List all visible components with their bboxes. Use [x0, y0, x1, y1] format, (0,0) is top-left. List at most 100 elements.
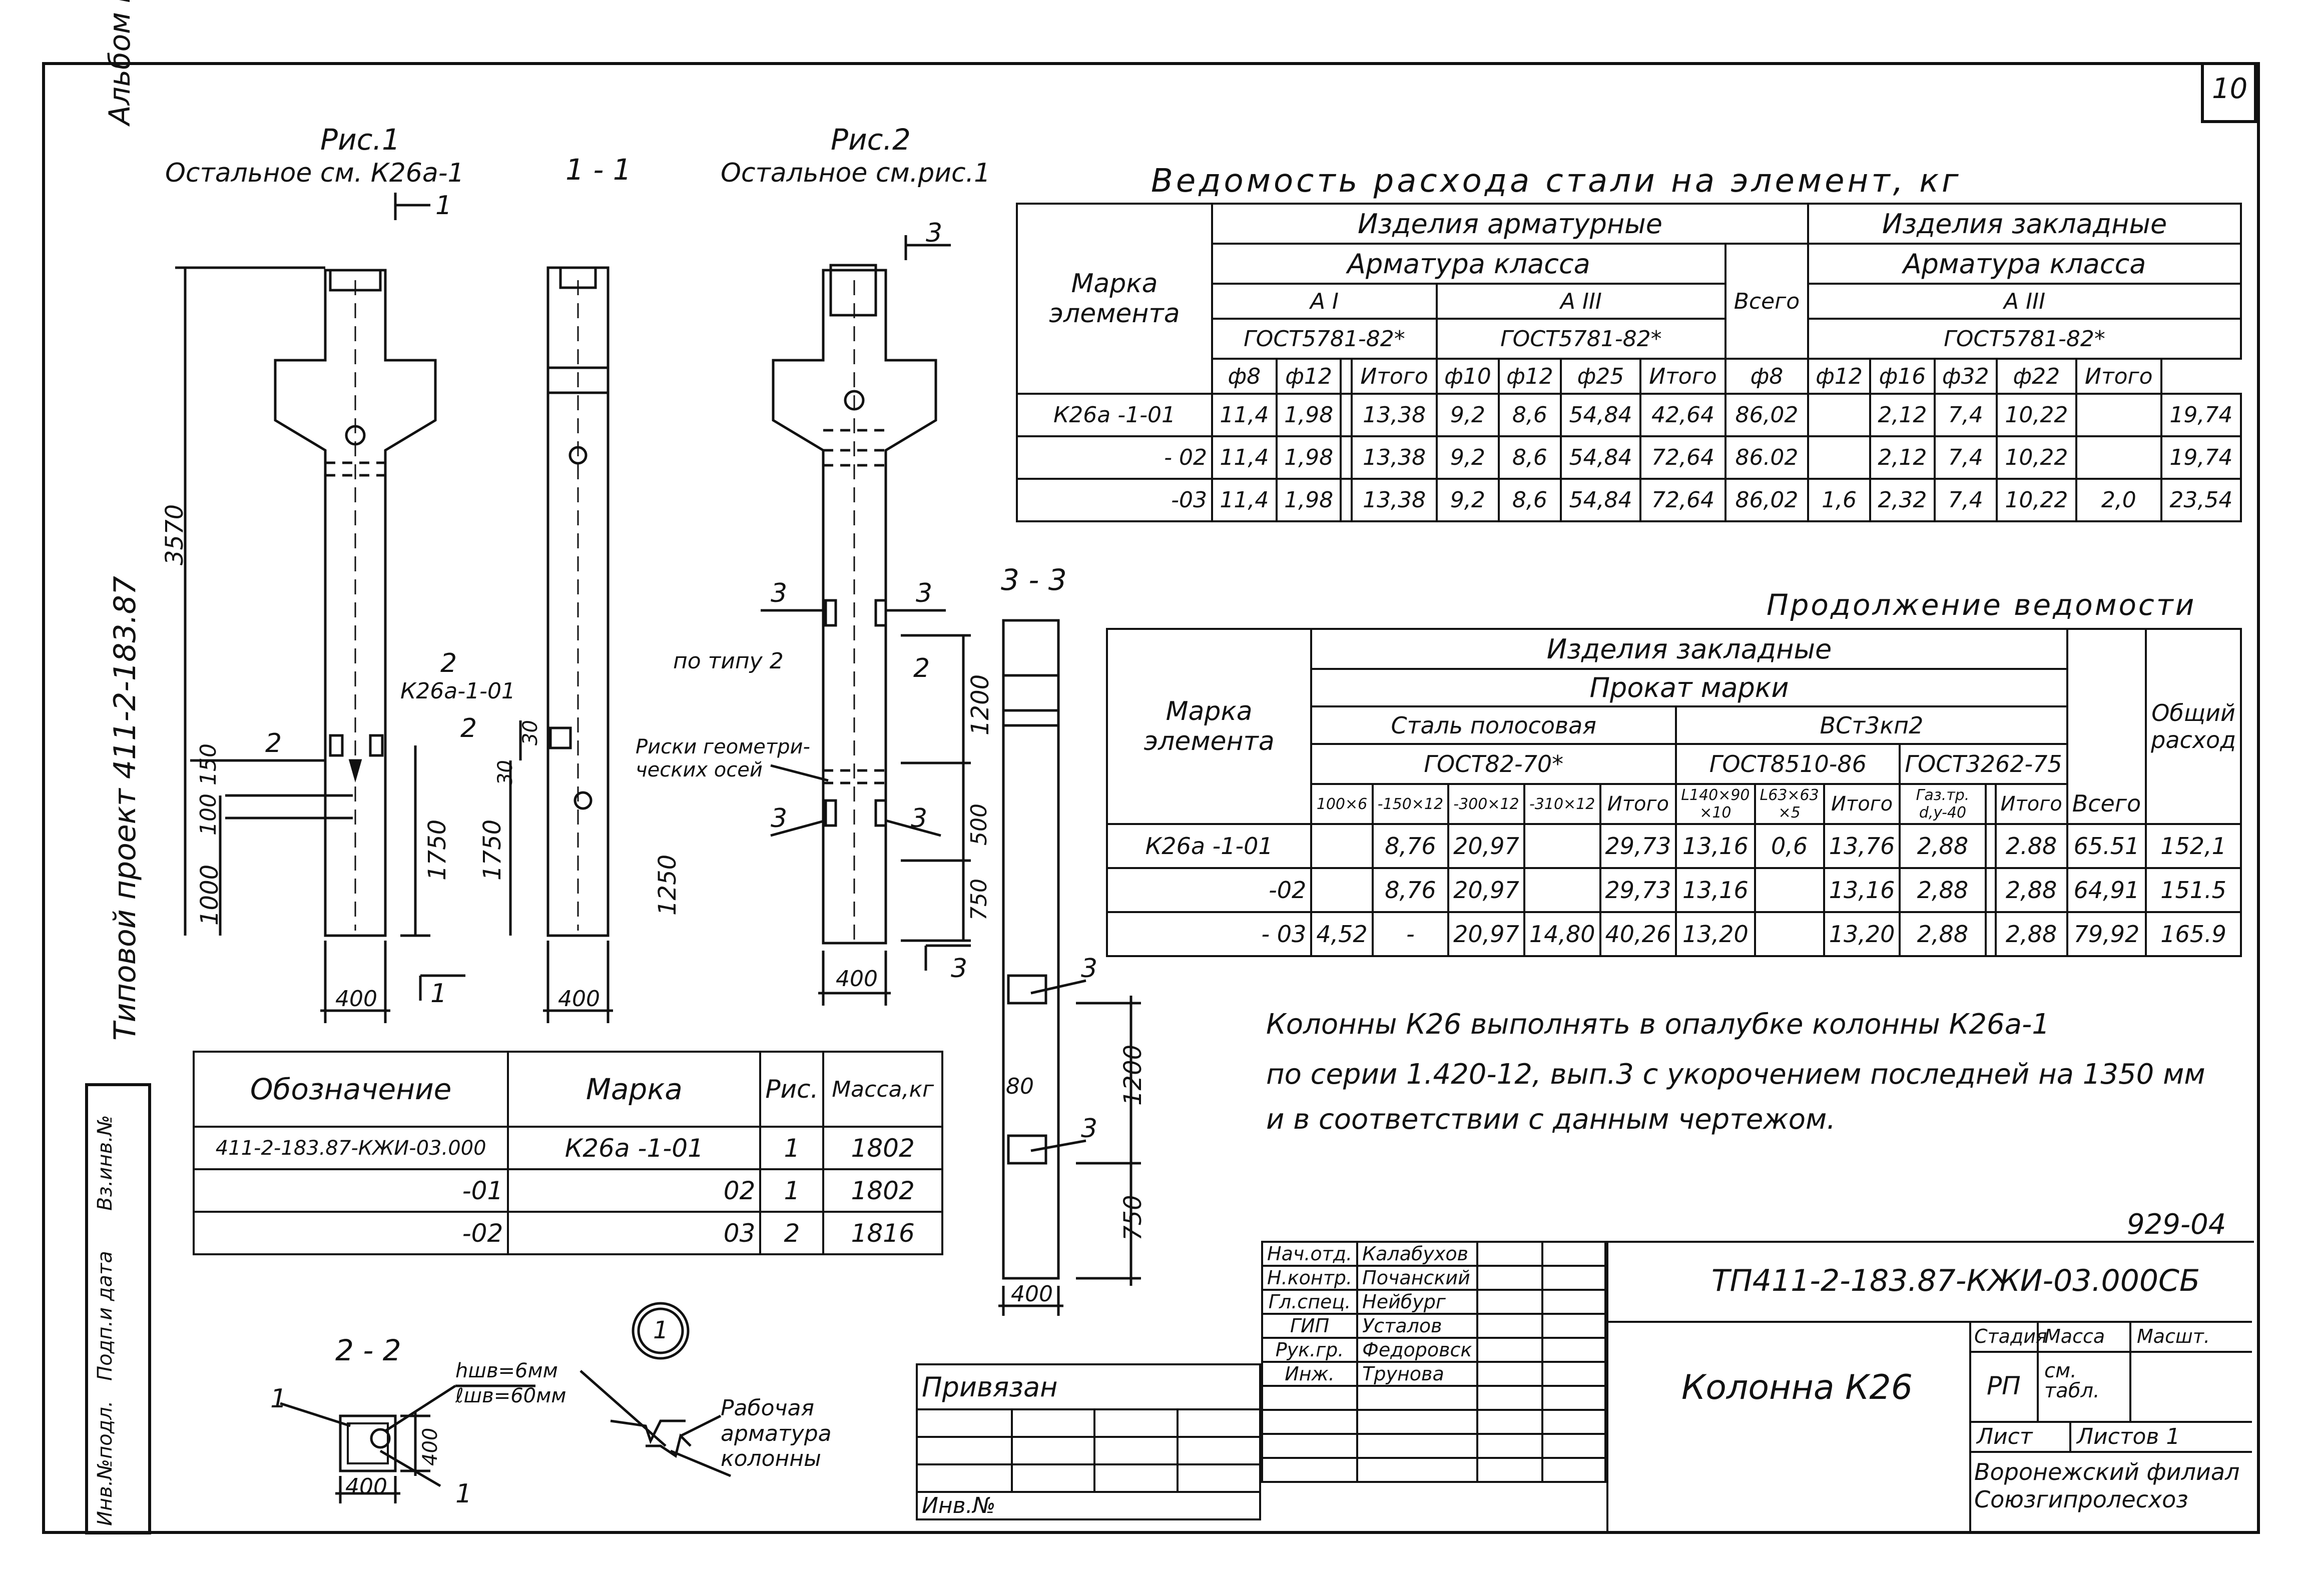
steel-cell	[1340, 478, 1353, 522]
bound-label: Привязан	[916, 1363, 1261, 1410]
steel-subhead: Итого	[1351, 358, 1438, 395]
cont-col-mark: Марка элемента	[1105, 628, 1313, 825]
fig2-column-outline	[772, 269, 937, 945]
steel-cell	[1340, 393, 1353, 437]
dim-400-fig1: 400	[335, 986, 377, 1012]
dim-1200-sec33: 1200	[1119, 1044, 1147, 1106]
cont-subhead: 100×6	[1310, 783, 1374, 825]
bind-cell	[916, 1436, 1013, 1465]
drawing-frame	[42, 62, 2260, 1534]
cont-cell: -02	[1105, 867, 1313, 913]
cut-mark: 3	[1081, 954, 1098, 984]
staff-name: Федоровск	[1356, 1337, 1479, 1363]
cut-mark: 3	[926, 218, 943, 248]
dim-1200-fig2: 1200	[966, 674, 994, 735]
steel-col-mark: Марка элемента	[1016, 203, 1213, 395]
steel-cell: 13,38	[1351, 393, 1438, 437]
sheet-label: Лист	[1977, 1424, 2033, 1449]
staff-empty	[1261, 1457, 1359, 1483]
stage-row-line	[1969, 1421, 2252, 1423]
steel-class-a3: А III	[1435, 283, 1726, 320]
marks-cell: 1816	[822, 1211, 943, 1255]
cont-subhead: Итого	[1823, 783, 1901, 825]
cont-row: -02 8,76 20,97 29,73 13,16 13,16 2,88 2,…	[1105, 867, 2242, 913]
cut-mark: 2	[440, 648, 457, 678]
steel-cell: К26а -1-01	[1016, 393, 1213, 437]
cont-row: - 03 4,52 - 20,97 14,80 40,26 13,20 13,2…	[1105, 911, 2242, 957]
staff-date	[1541, 1337, 1606, 1363]
side-stamp	[85, 1083, 151, 1534]
cut-mark: 2	[460, 713, 477, 743]
steel-row: -03 11,4 1,98 13,38 9,2 8,6 54,84 72,64 …	[1016, 478, 2242, 522]
title-block-main	[1606, 1241, 2254, 1533]
bind-cell	[1093, 1463, 1179, 1493]
steel-cell: 9,2	[1435, 393, 1500, 437]
cont-total: Всего	[2066, 784, 2147, 825]
staff-empty	[1356, 1457, 1479, 1483]
steel-embedded-products: Изделия закладные	[1807, 203, 2242, 245]
staff-empty	[1476, 1409, 1544, 1435]
staff-empty	[1356, 1385, 1479, 1411]
staff-empty	[1541, 1385, 1606, 1411]
cont-subhead: L140×90 ×10	[1675, 783, 1756, 825]
steel-total: Всего	[1724, 243, 1810, 360]
stage-col-line	[2037, 1321, 2039, 1421]
bind-cell	[1010, 1408, 1096, 1438]
cont-cell: 20,97	[1447, 911, 1525, 957]
staff-sign	[1476, 1337, 1544, 1363]
cont-cell	[1310, 823, 1374, 869]
dim-100: 100	[196, 793, 221, 836]
staff-sign	[1476, 1313, 1544, 1339]
dim-1750-fig1: 1750	[423, 819, 451, 881]
marks-cell: 1802	[822, 1168, 943, 1213]
cont-cell: 13,20	[1675, 911, 1756, 957]
cont-cell: 8,76	[1371, 823, 1450, 869]
steel-subhead: ф32	[1933, 358, 1998, 395]
steel-subhead: ф22	[1995, 358, 2077, 395]
dim-400-sec33: 400	[1011, 1281, 1053, 1307]
cont-cell: 0,6	[1754, 823, 1825, 869]
fig2-title: Рис.2	[831, 123, 911, 157]
staff-empty	[1541, 1409, 1606, 1435]
code-top: 929-04	[2127, 1208, 2226, 1241]
dim-750-fig2: 750	[966, 879, 992, 921]
cont-vst: ВСт3кп2	[1675, 705, 2068, 745]
dim-750-sec33: 750	[1119, 1195, 1147, 1241]
steel-cell: 7,4	[1933, 435, 1998, 480]
steel-rebar-products: Изделия арматурные	[1211, 203, 1810, 245]
bind-cell	[1010, 1436, 1096, 1465]
cont-cell: 2,88	[1994, 911, 2068, 957]
staff-empty	[1476, 1457, 1544, 1483]
cont-table-title: Продолжение ведомости	[1767, 588, 2196, 622]
staff-date	[1541, 1289, 1606, 1315]
staff-role: Нач.отд.	[1261, 1241, 1359, 1267]
staff-empty	[1476, 1433, 1544, 1459]
dim-30-a: 30	[519, 720, 542, 745]
steel-cell	[1807, 435, 1872, 480]
inv-label: Инв.№	[916, 1491, 1261, 1520]
cont-cell: 20,97	[1447, 823, 1525, 869]
cont-subhead	[1984, 783, 1997, 825]
cut-mark: 3	[771, 578, 788, 608]
steel-cell: 8,6	[1497, 478, 1562, 522]
cont-cell: 13,20	[1823, 911, 1901, 957]
steel-cell: 2,0	[2075, 478, 2162, 522]
stage-box	[1969, 1321, 2254, 1531]
cont-cell: К26а -1-01	[1105, 823, 1313, 869]
cont-cell: 2.88	[1994, 823, 2068, 869]
marks-header: Марка	[507, 1051, 762, 1128]
cont-subhead: Итого	[1994, 783, 2068, 825]
dim-3570: 3570	[161, 504, 189, 565]
steel-cell: 8,6	[1497, 393, 1562, 437]
steel-cell: -03	[1016, 478, 1213, 522]
steel-cell: 86,02	[1724, 393, 1810, 437]
cont-cell: 20,97	[1447, 867, 1525, 913]
staff-empty	[1261, 1433, 1359, 1459]
marks-cell: -02	[192, 1211, 509, 1255]
steel-cell: 10,22	[1995, 435, 2077, 480]
drawing-title: Колонна К26	[1681, 1368, 1913, 1407]
marks-row: -01 02 1 1802	[192, 1168, 943, 1213]
dim-400-fig2: 400	[836, 966, 878, 992]
steel-cell: 1,98	[1275, 435, 1342, 480]
